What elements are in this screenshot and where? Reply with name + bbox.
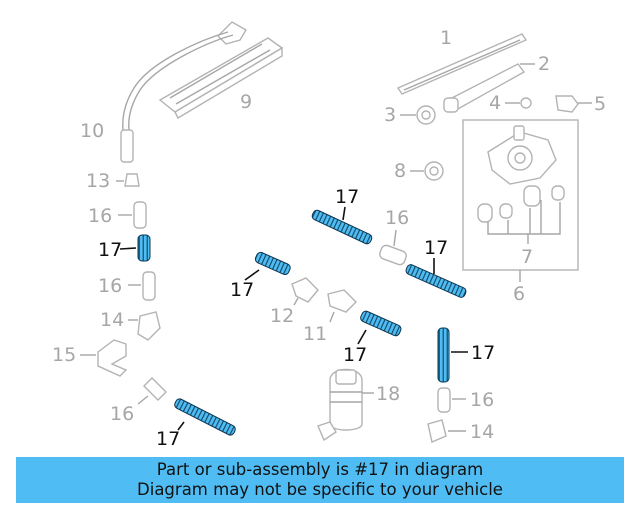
washer-hose-part-10 (122, 31, 229, 131)
callout-14-a: 14 (100, 309, 124, 331)
wiper-blade-part-1 (396, 33, 528, 95)
callout-10: 10 (80, 120, 104, 142)
hose-17-d[interactable] (405, 263, 468, 298)
leader-17-c (342, 206, 346, 221)
connector-part-11 (327, 289, 357, 313)
leader-17-b (244, 269, 260, 281)
callout-8: 8 (394, 160, 406, 182)
callout-5: 5 (594, 93, 606, 115)
callout-2: 2 (538, 53, 550, 75)
leader-16-d (393, 229, 397, 247)
hose-17-f[interactable] (437, 327, 450, 383)
hose-17-c[interactable] (311, 209, 373, 245)
hose-17-a[interactable] (137, 234, 151, 262)
hose-end (120, 129, 134, 163)
banner-line-disclaimer: Diagram may not be specific to your vehi… (137, 480, 503, 499)
hose-part-16-e (437, 387, 451, 413)
callout-16-d: 16 (385, 207, 409, 229)
leader-16-c (137, 395, 149, 405)
callout-17-d: 17 (424, 237, 448, 259)
nut-part-4 (520, 97, 532, 109)
leader-17-g (177, 421, 185, 431)
callout-16-c: 16 (110, 403, 134, 425)
callout-9: 9 (240, 91, 252, 113)
callout-16-e: 16 (470, 389, 494, 411)
callout-12: 12 (270, 305, 294, 327)
callout-17-b: 17 (230, 279, 254, 301)
callout-17-e: 17 (343, 344, 367, 366)
pivot-cap-inner (421, 110, 431, 120)
washer-hose-part-10-outer (128, 34, 234, 131)
callout-6: 6 (513, 283, 525, 305)
callout-13: 13 (86, 170, 110, 192)
connector-part-14-b (427, 419, 447, 443)
tee-fitting-part-15 (97, 339, 128, 377)
callout-16-b: 16 (98, 275, 122, 297)
callout-17-f: 17 (471, 342, 495, 364)
washer-rail-part-9 (158, 21, 284, 119)
callout-11: 11 (303, 323, 327, 345)
bushings-part-7 (477, 185, 565, 223)
callout-15: 15 (52, 344, 76, 366)
callout-4: 4 (489, 92, 501, 114)
leader-12 (293, 297, 299, 306)
connector-part-14-a (137, 311, 161, 341)
connector-part-12 (291, 277, 319, 303)
leader-7-bracket (487, 200, 561, 235)
wiper-arm-part-2 (443, 63, 526, 113)
hose-part-16-b (142, 271, 156, 301)
callout-16-a: 16 (88, 205, 112, 227)
banner-line-part-number: Part or sub-assembly is #17 in diagram (156, 460, 484, 479)
callout-3: 3 (384, 104, 396, 126)
hose-17-b[interactable] (254, 251, 291, 276)
callout-14-b: 14 (470, 421, 494, 443)
hose-part-16-d (379, 244, 407, 266)
hose-part-16-a (133, 201, 147, 229)
grommet-inner (429, 166, 439, 176)
hose-17-e[interactable] (359, 310, 402, 337)
leader-11 (329, 311, 335, 323)
callout-18: 18 (376, 383, 400, 405)
check-valve-part-13 (124, 173, 140, 187)
callout-17-g: 17 (156, 428, 180, 450)
leader-17-e (357, 329, 367, 345)
part-info-banner: Part or sub-assembly is #17 in diagram D… (16, 457, 624, 503)
callout-7: 7 (521, 246, 533, 268)
cap-part-5 (555, 95, 579, 113)
wiper-motor (487, 125, 557, 185)
hose-part-16-c (143, 377, 167, 401)
leader-17-a (119, 247, 137, 250)
callout-1: 1 (440, 27, 452, 49)
washer-pump-part-18 (317, 368, 363, 442)
callout-17-a: 17 (98, 239, 122, 261)
callout-17-c: 17 (335, 186, 359, 208)
hose-17-g[interactable] (173, 398, 236, 437)
